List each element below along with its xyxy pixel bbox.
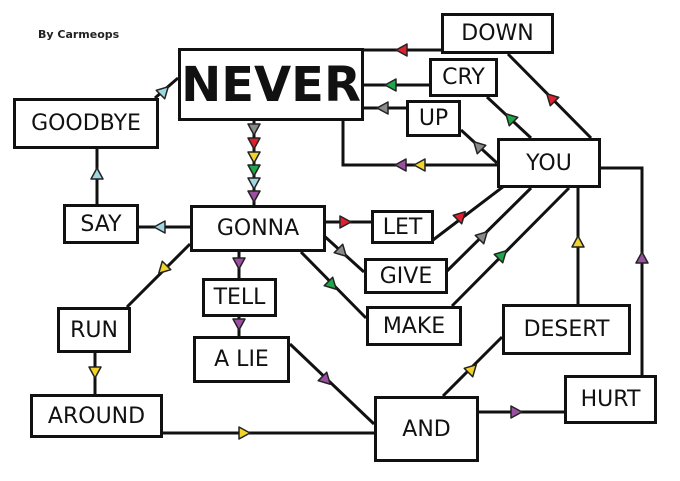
connector-a_lie-to-and — [288, 342, 376, 426]
node-tell: TELL — [202, 278, 277, 317]
arrowhead-icon — [395, 43, 408, 57]
arrowhead-icon — [247, 137, 261, 150]
node-a-lie: A LIE — [193, 336, 290, 383]
node-desert: DESERT — [502, 304, 631, 355]
arrowhead-icon — [247, 151, 261, 164]
arrowhead-icon — [323, 276, 337, 290]
arrowhead-icon — [247, 164, 261, 177]
arrowhead-icon — [247, 177, 261, 190]
arrowhead-icon — [339, 215, 352, 229]
author-credit: By Carmeops — [38, 28, 120, 41]
arrowhead-icon — [571, 235, 585, 248]
node-around: AROUND — [30, 394, 163, 438]
arrowhead-icon — [88, 366, 102, 379]
arrowhead-icon — [384, 78, 397, 92]
arrowhead-icon — [510, 405, 523, 419]
node-down: DOWN — [441, 13, 554, 54]
connector-give-to-you — [445, 186, 533, 273]
arrowhead-icon — [473, 141, 487, 155]
arrowhead-icon — [463, 364, 477, 378]
arrowhead-icon — [452, 211, 466, 225]
arrowhead-icon — [317, 371, 331, 385]
node-run: RUN — [57, 307, 131, 353]
node-give: GIVE — [364, 258, 448, 294]
node-hurt: HURT — [564, 375, 657, 424]
node-say: SAY — [63, 204, 139, 244]
node-never: NEVER — [178, 48, 364, 121]
node-cry: CRY — [429, 58, 498, 97]
arrowhead-icon — [635, 251, 649, 264]
arrowhead-icon — [413, 158, 426, 172]
arrowhead-icon — [505, 113, 519, 127]
arrowhead-icon — [333, 243, 347, 257]
arrowhead-icon — [474, 231, 488, 245]
arrowhead-icon — [90, 167, 104, 180]
arrowhead-icon — [394, 158, 407, 172]
arrowhead-icon — [158, 260, 172, 274]
node-you: YOU — [497, 138, 601, 188]
arrowhead-icon — [155, 86, 169, 100]
arrowhead-icon — [232, 257, 246, 270]
node-and: AND — [374, 396, 479, 462]
arrowhead-icon — [247, 123, 261, 136]
arrowhead-icon — [493, 250, 507, 264]
connector-you-to-never — [341, 121, 497, 167]
arrowhead-icon — [376, 101, 389, 115]
node-up: UP — [406, 100, 461, 137]
node-let: LET — [371, 210, 434, 244]
node-goodbye: GOODBYE — [13, 98, 159, 149]
arrowhead-icon — [546, 93, 560, 107]
arrowhead-icon — [153, 220, 166, 234]
connector-make-to-you — [450, 186, 571, 308]
node-make: MAKE — [366, 306, 462, 346]
connector-gonna-to-run — [125, 242, 192, 309]
connector-hurt-to-you — [601, 166, 644, 375]
connector-let-to-you — [432, 178, 513, 242]
arrowhead-icon — [232, 318, 246, 331]
arrowhead-icon — [238, 426, 251, 440]
node-gonna: GONNA — [190, 205, 326, 252]
arrowhead-icon — [247, 190, 261, 203]
